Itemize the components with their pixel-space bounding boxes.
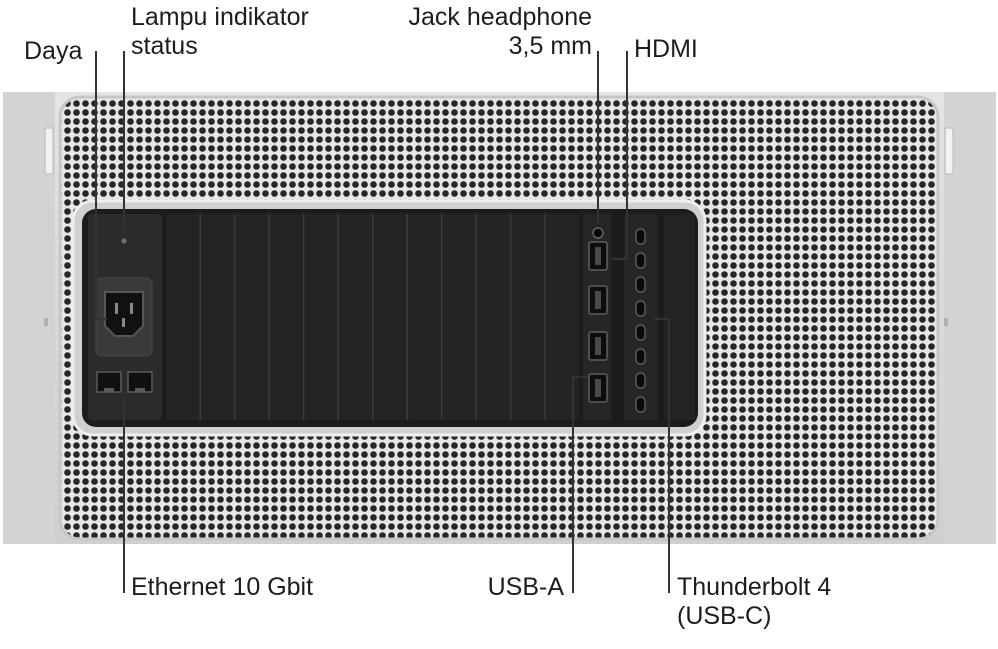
pcie-slot-cover — [305, 214, 338, 420]
pcie-slot-cover — [512, 214, 545, 420]
slot-divider — [510, 214, 512, 420]
slot-divider — [441, 214, 443, 420]
power-leader-line — [95, 51, 97, 319]
usb-a-port — [589, 374, 607, 402]
hdmi-port — [589, 242, 607, 270]
thunderbolt-leader-line — [668, 318, 670, 593]
hdmi-leader-tick — [612, 258, 628, 260]
thunderbolt-port — [636, 301, 645, 316]
pcie-slot-cover — [409, 214, 442, 420]
usb-a-leader-line — [572, 376, 574, 593]
thunderbolt-card — [624, 214, 658, 420]
headphone-jack — [593, 228, 603, 238]
thunderbolt-leader-tick — [654, 318, 670, 320]
slot-divider — [269, 214, 271, 420]
thunderbolt-port — [636, 229, 645, 244]
label-ethernet: Ethernet 10 Gbit — [131, 573, 313, 602]
headphone-leader-line — [597, 51, 599, 223]
power-inlet — [105, 292, 143, 336]
power-leader-tick — [95, 318, 107, 320]
slot-divider — [338, 214, 340, 420]
thunderbolt-port — [636, 253, 645, 268]
usb-a-leader-tick — [572, 376, 588, 378]
thunderbolt-port — [636, 397, 645, 412]
usb-a-port — [589, 332, 607, 360]
label-hdmi: HDMI — [634, 35, 698, 64]
thunderbolt-port — [636, 349, 645, 364]
label-status-light: Lampu indikator status — [131, 3, 309, 61]
pcie-slot-cover — [236, 214, 269, 420]
pcie-slot-cover — [202, 214, 235, 420]
slot-divider — [200, 214, 202, 420]
slot-divider — [234, 214, 236, 420]
slot-divider — [372, 214, 374, 420]
ethernet-leader-line — [123, 398, 125, 593]
label-headphone-jack: Jack headphone 3,5 mm — [360, 3, 592, 61]
thunderbolt-port — [636, 373, 645, 388]
pcie-slot-cover — [340, 214, 373, 420]
hdmi-leader-line — [626, 51, 628, 259]
label-usb-a: USB-A — [440, 573, 564, 602]
pcie-slot-covers — [167, 214, 579, 420]
slot-divider — [476, 214, 478, 420]
slot-divider — [407, 214, 409, 420]
thunderbolt-port — [636, 325, 645, 340]
status-light-leader-line — [123, 51, 125, 229]
label-power: Daya — [24, 37, 82, 66]
thunderbolt-port — [636, 277, 645, 292]
pcie-slot-cover — [374, 214, 407, 420]
pcie-slot-cover — [443, 214, 476, 420]
pcie-slot-cover — [167, 214, 200, 420]
pcie-slot-cover — [547, 214, 580, 420]
pcie-slot-cover — [478, 214, 511, 420]
slot-divider — [545, 214, 547, 420]
pcie-slot-cover — [271, 214, 304, 420]
status-light — [121, 238, 126, 243]
hdmi-port — [589, 286, 607, 314]
label-thunderbolt: Thunderbolt 4 (USB-C) — [677, 573, 831, 631]
slot-divider — [303, 214, 305, 420]
